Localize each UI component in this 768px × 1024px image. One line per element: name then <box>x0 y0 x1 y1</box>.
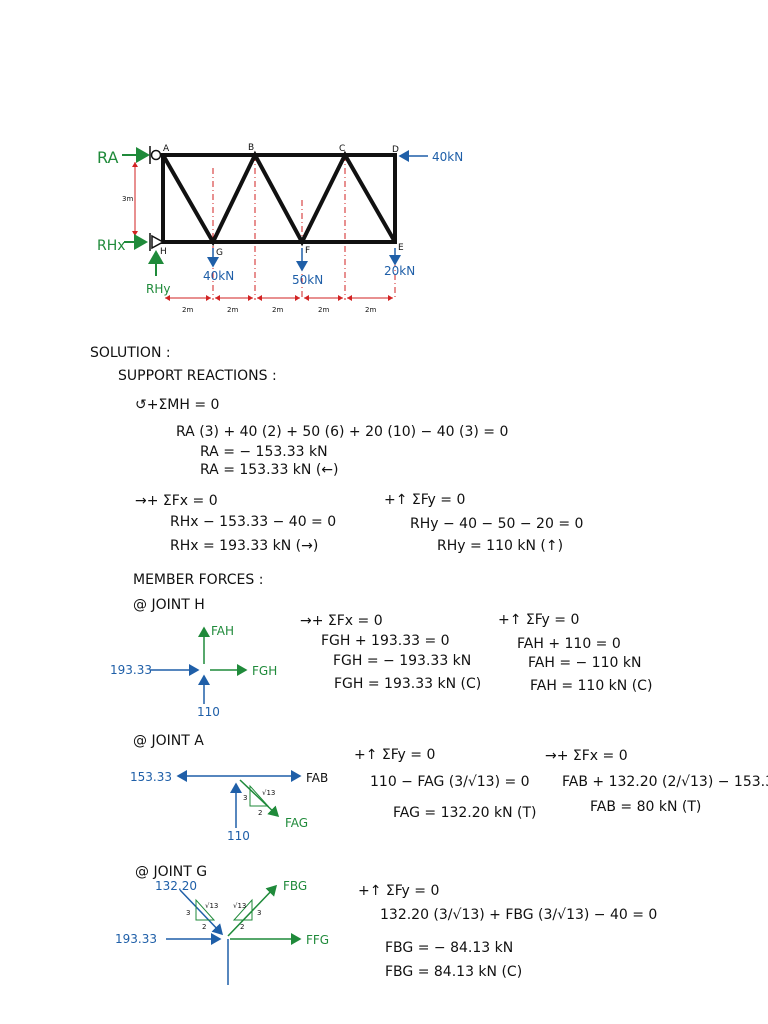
slope-run: 2 <box>258 809 262 817</box>
member-forces-heading: MEMBER FORCES : <box>133 572 263 588</box>
slope-rise: 3 <box>186 909 190 917</box>
joint-h-fx-line: FGH + 193.33 = 0 <box>321 633 450 649</box>
moment-line: RA = − 153.33 kN <box>200 444 328 460</box>
span-label: 2m <box>182 306 193 314</box>
joint-a-fy-heading: +↑ ΣFy = 0 <box>354 747 435 763</box>
pin-support-a <box>149 146 162 164</box>
joint-h-fy-line: FAH = − 110 kN <box>528 655 641 671</box>
joint-a-fx-line: FAB + 132.20 (2/√13) − 153.33 = 0 <box>562 774 768 790</box>
span-label: 2m <box>272 306 283 314</box>
slope-hyp: √13 <box>205 902 218 910</box>
node-label-g: G <box>216 248 223 258</box>
moment-equation: ↺+ΣMH = 0 <box>135 397 219 413</box>
sum-fx-heading: →+ ΣFx = 0 <box>135 493 218 509</box>
slope-hyp: √13 <box>233 902 246 910</box>
joint-a-fx-line: FAB = 80 kN (T) <box>590 799 701 815</box>
joint-g-fy-heading: +↑ ΣFy = 0 <box>358 883 439 899</box>
sum-fx-line: RHx = 193.33 kN (→) <box>170 538 318 554</box>
slope-hyp: √13 <box>262 789 275 797</box>
joint-h-fx-line: FGH = − 193.33 kN <box>333 653 471 669</box>
load-label-e: 20kN <box>384 264 415 278</box>
joint-g-fy-line: FBG = − 84.13 kN <box>385 940 513 956</box>
joint-h-fx-line: FGH = 193.33 kN (C) <box>334 676 481 692</box>
node-label-c: C <box>339 144 345 154</box>
joint-h-title: @ JOINT H <box>133 597 205 613</box>
joint-h-fy-line: FAH = 110 kN (C) <box>530 678 652 694</box>
force-value-193-g: 193.33 <box>115 932 157 946</box>
force-value-132: 132.20 <box>155 879 197 893</box>
sum-fx-line: RHx − 153.33 − 40 = 0 <box>170 514 336 530</box>
joint-a-section: @ JOINT A 153.33 FAB 110 FAG 3 2 √13 +↑ … <box>130 733 768 843</box>
member-label-fah: FAH <box>211 624 234 638</box>
member-label-fbg: FBG <box>283 879 307 893</box>
member-arrow-fag <box>239 779 280 818</box>
joint-g-fy-line: 132.20 (3/√13) + FBG (3/√13) − 40 = 0 <box>380 907 657 923</box>
node-label-f: F <box>305 246 310 256</box>
load-label-f: 50kN <box>292 273 323 287</box>
moment-line: RA (3) + 40 (2) + 50 (6) + 20 (10) − 40 … <box>176 424 508 440</box>
pin-support-h <box>149 233 165 251</box>
load-label-g: 40kN <box>203 269 234 283</box>
force-value-110: 110 <box>197 705 220 719</box>
force-arrow-132 <box>179 889 224 936</box>
solution-heading: SOLUTION : <box>90 345 171 361</box>
joint-h-fy-line: FAH + 110 = 0 <box>517 636 621 652</box>
moment-line: RA = 153.33 kN (←) <box>200 462 339 478</box>
truss-diagram: A B C D E F G H 3m 2m 2m 2m 2m 2m 40kN 4… <box>97 143 463 314</box>
joint-h-fy-heading: +↑ ΣFy = 0 <box>498 612 579 628</box>
joint-g-fy-line: FBG = 84.13 kN (C) <box>385 964 522 980</box>
sum-fy-line: RHy − 40 − 50 − 20 = 0 <box>410 516 583 532</box>
span-label: 2m <box>318 306 329 314</box>
member-label-ffg: FFG <box>306 933 329 947</box>
node-label-a: A <box>163 144 170 154</box>
slope-rise: 3 <box>243 794 247 802</box>
force-value-153: 153.33 <box>130 770 172 784</box>
slope-triangle <box>249 784 270 807</box>
node-label-b: B <box>248 143 254 153</box>
node-label-h: H <box>160 247 167 257</box>
node-label-e: E <box>398 243 404 253</box>
member-label-fag: FAG <box>285 816 308 830</box>
joint-h-section: @ JOINT H 193.33 110 FAH FGH →+ ΣFx = 0 … <box>110 597 652 719</box>
dimension-lines <box>212 155 396 300</box>
height-label: 3m <box>122 195 133 203</box>
member-label-fgh: FGH <box>252 664 277 678</box>
reaction-label-rhx: RHx <box>97 238 126 254</box>
joint-a-fy-line: FAG = 132.20 kN (T) <box>393 805 537 821</box>
slope-rise: 3 <box>257 909 261 917</box>
slope-triangle-left <box>195 898 216 921</box>
joint-a-fx-heading: →+ ΣFx = 0 <box>545 748 628 764</box>
load-label-d: 40kN <box>432 150 463 164</box>
sum-fy-line: RHy = 110 kN (↑) <box>437 538 563 554</box>
force-value-193: 193.33 <box>110 663 152 677</box>
reaction-label-ra: RA <box>97 148 118 167</box>
joint-a-title: @ JOINT A <box>133 733 204 749</box>
node-label-d: D <box>392 145 399 155</box>
joint-h-fx-heading: →+ ΣFx = 0 <box>300 613 383 629</box>
reaction-label-rhy: RHy <box>146 282 170 296</box>
slope-run: 2 <box>202 923 206 931</box>
joint-g-title: @ JOINT G <box>135 864 207 880</box>
member-label-fab: FAB <box>306 771 328 785</box>
slope-run: 2 <box>240 923 244 931</box>
support-reactions-heading: SUPPORT REACTIONS : <box>118 368 277 384</box>
sum-fy-heading: +↑ ΣFy = 0 <box>384 492 465 508</box>
joint-g-section: @ JOINT G 132.20 193.33 FBG FFG 3 2 √13 … <box>115 864 657 985</box>
span-label: 2m <box>365 306 376 314</box>
span-label: 2m <box>227 306 238 314</box>
solution-block: SOLUTION : SUPPORT REACTIONS : ↺+ΣMH = 0… <box>90 345 583 588</box>
joint-a-fy-line: 110 − FAG (3/√13) = 0 <box>370 774 530 790</box>
slope-triangle-right <box>232 898 253 921</box>
truss-members <box>161 150 397 247</box>
force-value-110-a: 110 <box>227 829 250 843</box>
